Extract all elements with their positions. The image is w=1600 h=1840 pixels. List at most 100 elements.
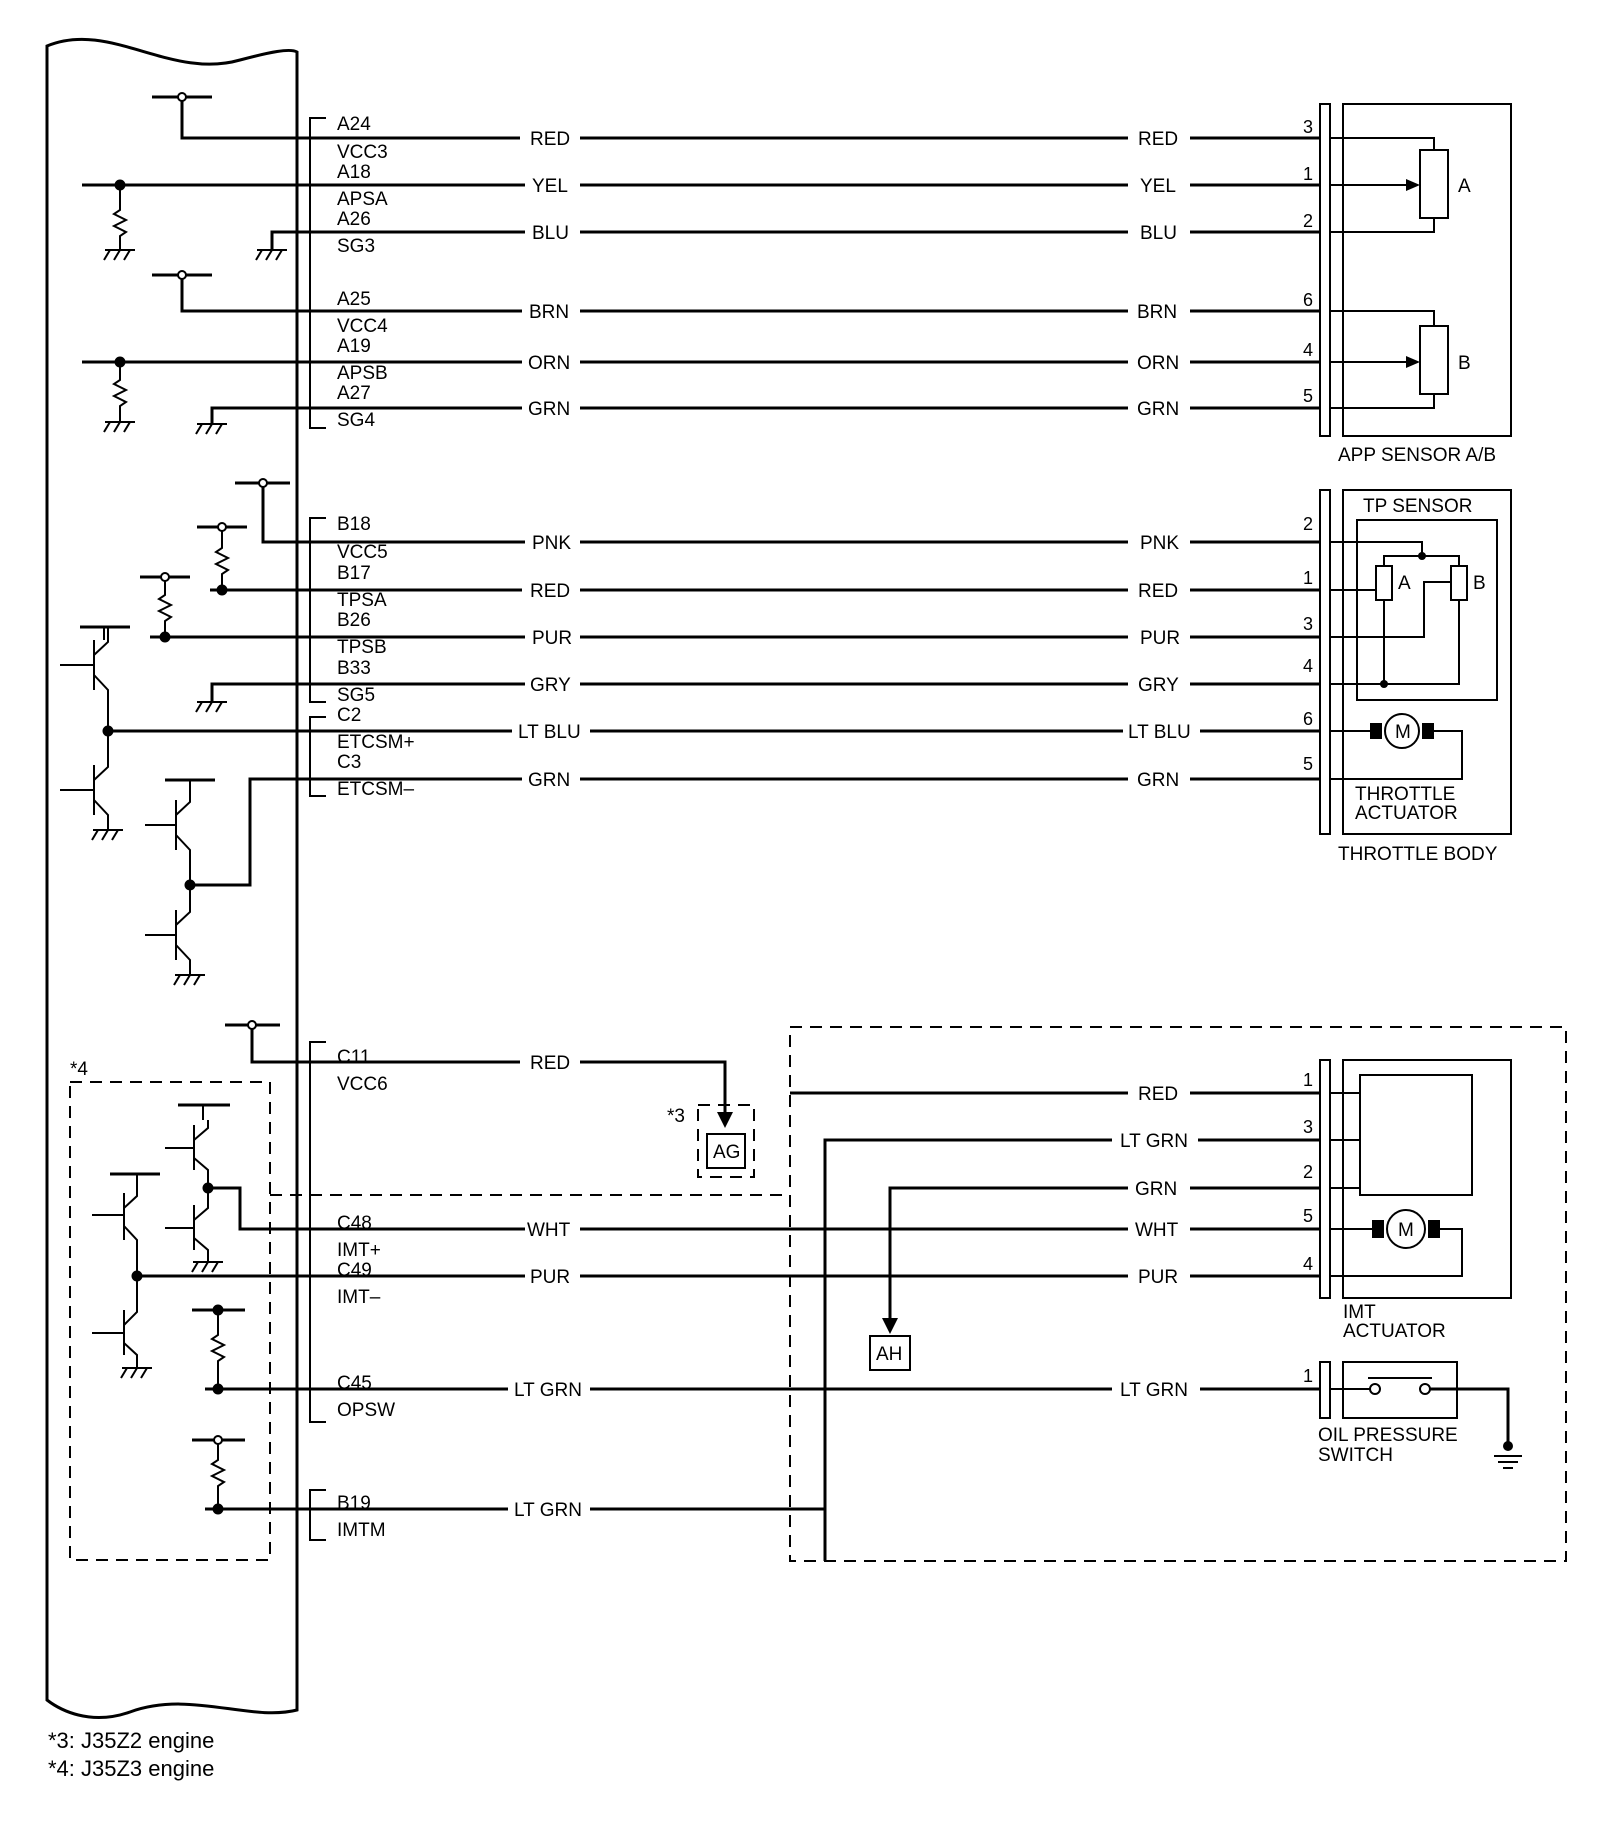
imt-actuator-caption: IMT [1343,1302,1376,1323]
connector-pin-number: 4 [1303,1254,1313,1274]
imt-motor-icon [1386,1209,1426,1249]
connector-pin-number: 2 [1303,514,1313,534]
throttle-body: TP SENSOR A B M THROTTLE ACTUATOR THROTT… [1319,489,1512,865]
terminal-signal: TPSA [337,590,387,611]
connector-pin-number: 2 [1303,211,1313,231]
throttle-wire-labels: PNK PNK 2 RED RED 1 PUR PUR 3 GRY GRY 4 … [518,514,1313,791]
app-wire-labels: RED RED 3 YEL YEL 1 BLU BLU 2 BRN BRN 6 … [528,117,1313,420]
connector-pin-number: 6 [1303,290,1313,310]
wire-color-label: LT BLU [1128,722,1191,743]
ah-label: AH [876,1344,902,1365]
tp-element-a-label: A [1398,573,1411,594]
terminal-pin: A24 [337,114,371,135]
marker-4-label: *4 [70,1059,88,1080]
wire-color-label: GRN [1137,770,1179,791]
arrow-down-icon [717,1112,733,1128]
wire-color-label: GRN [528,770,570,791]
oil-pressure-switch: OIL PRESSURE SWITCH [1318,1361,1522,1469]
wire-color-label: WHT [1135,1220,1179,1241]
connector-pin-number: 4 [1303,340,1313,360]
wire-color-label: LT BLU [518,722,581,743]
wire-color-label: GRN [528,399,570,420]
throttle-body-box [1342,489,1512,835]
wire-color-label: PUR [1138,1267,1178,1288]
tp-sensor-resistor-a [1375,565,1393,601]
marker-3-label: *3 [667,1106,685,1127]
footnote: *4: J35Z3 engine [48,1756,214,1781]
arrow-down-icon [882,1318,898,1334]
terminal-pin: A19 [337,336,371,357]
wire-color-label: RED [530,1053,570,1074]
connector-pin-number: 1 [1303,164,1313,184]
imt-connector [1319,1059,1331,1299]
wire-color-label: BLU [1140,223,1177,244]
throttle-connector [1319,489,1331,835]
connector-pin-number: 1 [1303,1070,1313,1090]
app-connector [1319,103,1331,437]
connector-pin-number: 1 [1303,1366,1313,1386]
wire-color-label: PUR [532,628,572,649]
terminal-pin: C3 [337,752,361,773]
terminal-pin: B19 [337,1493,371,1514]
terminal-signal: SG5 [337,685,375,706]
wire-color-label: GRN [1137,399,1179,420]
ops-connector [1319,1361,1331,1419]
terminal-pin: C2 [337,705,361,726]
terminal-pin: C48 [337,1213,372,1234]
imt-motor-label: M [1398,1220,1414,1241]
terminal-pin: C11 [337,1047,370,1068]
connector-pin-number: 5 [1303,754,1313,774]
wire-color-label: GRN [1135,1179,1177,1200]
throttle-motor-label: M [1395,722,1411,743]
wire-color-label: BRN [1137,302,1177,323]
wire-color-label: PUR [530,1267,570,1288]
app-sensor-resistor-a [1419,149,1449,219]
terminal-signal: IMT+ [337,1240,381,1261]
ecm-connector-brackets [309,117,326,1541]
ecm-option-dashed-box [69,1081,271,1561]
wire-color-label: PNK [1140,533,1179,554]
wire-color-label: RED [530,581,570,602]
ops-caption: OIL PRESSURE [1318,1425,1458,1446]
wire-color-label: ORN [528,353,570,374]
terminal-signal: VCC4 [337,316,388,337]
imt-actuator-caption: ACTUATOR [1343,1321,1446,1342]
terminal-signal: TPSB [337,637,387,658]
terminal-signal: VCC3 [337,142,388,163]
wire-color-label: GRY [530,675,571,696]
terminal-signal: APSA [337,189,388,210]
ecm-outline [45,37,299,1719]
wiper-arrow-icon [1406,179,1420,191]
imt-wires: AG *3 AH [225,1020,1320,1561]
wire-color-label: LT GRN [514,1380,582,1401]
terminal-signal: IMTM [337,1520,386,1541]
connector-pin-number: 6 [1303,709,1313,729]
tp-sensor-resistor-b [1450,565,1468,601]
terminal-pin: B18 [337,514,371,535]
imt-sensor-block [1359,1074,1473,1196]
connector-pin-number: 4 [1303,656,1313,676]
footnotes: *3: J35Z2 engine *4: J35Z3 engine [48,1728,214,1781]
connector-pin-number: 5 [1303,1206,1313,1226]
wire-color-label: PUR [1140,628,1180,649]
footnote: *3: J35Z2 engine [48,1728,214,1753]
imt-actuator-box [1342,1059,1512,1299]
app-sensor-box [1342,103,1512,437]
throttle-body-caption: THROTTLE BODY [1338,844,1498,865]
wire-color-label: GRY [1138,675,1179,696]
element-a-label: A [1458,176,1471,197]
wire-color-label: RED [1138,129,1178,150]
app-sensor-resistor-b [1419,325,1449,395]
terminal-pin: C45 [337,1373,372,1394]
terminal-pin: A27 [337,383,371,404]
wire-color-label: BLU [532,223,569,244]
ecm-internal-circuits [60,92,297,986]
ag-box [706,1133,746,1169]
connector-pin-number: 3 [1303,117,1313,137]
wire-color-label: WHT [527,1220,571,1241]
connector-pin-number: 1 [1303,568,1313,588]
app-sensor: A B APP SENSOR A/B [1319,103,1512,466]
wire-color-label: RED [1138,581,1178,602]
